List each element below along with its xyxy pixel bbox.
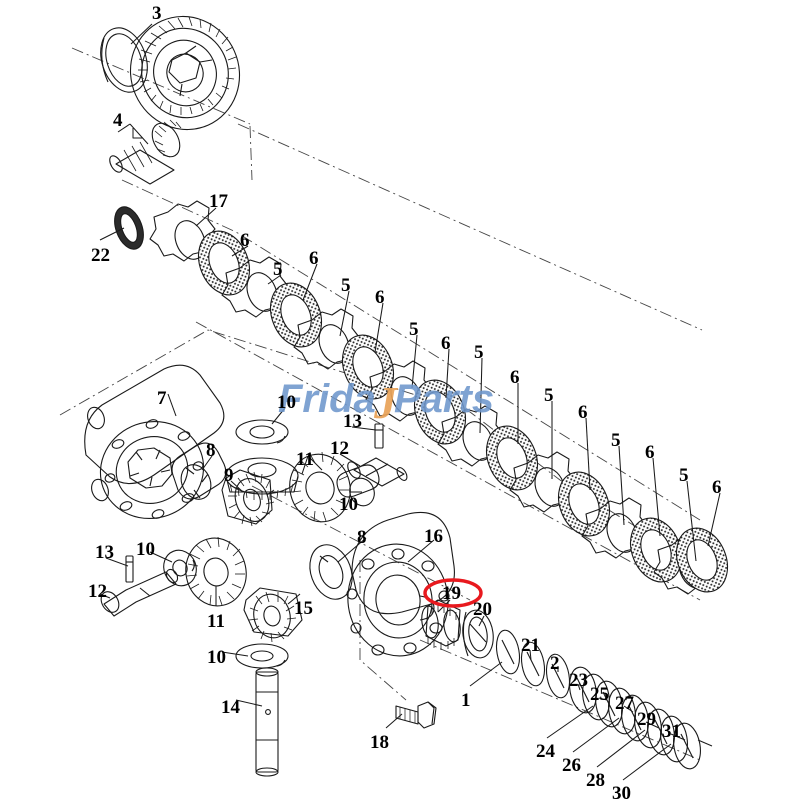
callout-5[interactable]: 5 bbox=[679, 465, 689, 486]
callout-6[interactable]: 6 bbox=[441, 333, 451, 354]
callout-6[interactable]: 6 bbox=[645, 442, 655, 463]
callout-6[interactable]: 6 bbox=[510, 367, 520, 388]
part-22-seal-ring bbox=[114, 206, 144, 250]
part-3-shim-ring bbox=[100, 27, 148, 93]
part-6-friction-disc bbox=[413, 379, 467, 445]
part-10-thrust-washer-b bbox=[336, 464, 380, 507]
callout-21[interactable]: 21 bbox=[521, 635, 540, 656]
callout-22[interactable]: 22 bbox=[91, 245, 110, 266]
callout-2[interactable]: 2 bbox=[550, 653, 560, 674]
callout-14[interactable]: 14 bbox=[221, 697, 240, 718]
part-15-side-gear-hub bbox=[243, 587, 303, 643]
callout-6[interactable]: 6 bbox=[712, 477, 722, 498]
part-4-drive-pinion bbox=[109, 119, 182, 185]
part-14-cross-pin-shaft bbox=[255, 667, 279, 777]
callout-5[interactable]: 5 bbox=[273, 259, 283, 280]
clutch-pack-left bbox=[149, 200, 432, 422]
part-16-differential-cover bbox=[346, 511, 455, 657]
callout-5[interactable]: 5 bbox=[611, 430, 621, 451]
callout-18[interactable]: 18 bbox=[370, 732, 389, 753]
part-6-friction-disc bbox=[629, 517, 683, 583]
callout-23[interactable]: 23 bbox=[569, 670, 588, 691]
callout-5[interactable]: 5 bbox=[474, 342, 484, 363]
callout-12[interactable]: 12 bbox=[330, 438, 349, 459]
part-6-friction-disc bbox=[485, 425, 539, 491]
part-20-bearing-cup bbox=[462, 609, 494, 659]
callout-17[interactable]: 17 bbox=[209, 191, 228, 212]
callout-6[interactable]: 6 bbox=[578, 402, 588, 423]
callout-20[interactable]: 20 bbox=[473, 599, 492, 620]
callout-19-highlighted[interactable]: 19 bbox=[442, 583, 461, 604]
callout-9[interactable]: 9 bbox=[224, 465, 234, 486]
part-28-belleville-washer bbox=[634, 701, 662, 749]
callout-5[interactable]: 5 bbox=[544, 385, 554, 406]
part-6-friction-disc bbox=[341, 334, 395, 400]
callout-29[interactable]: 29 bbox=[637, 709, 656, 730]
callout-11[interactable]: 11 bbox=[296, 449, 314, 470]
callout-6[interactable]: 6 bbox=[375, 287, 385, 308]
callout-31[interactable]: 31 bbox=[662, 721, 681, 742]
callout-25[interactable]: 25 bbox=[590, 684, 609, 705]
part-ring-gear bbox=[129, 15, 241, 131]
callout-5[interactable]: 5 bbox=[409, 319, 419, 340]
part-11-pinion-gear-bottom bbox=[185, 536, 247, 607]
part-11-pinion-gear-right bbox=[289, 451, 351, 523]
part-8-thrust-washer-right bbox=[309, 544, 353, 600]
part-9-side-gear bbox=[221, 469, 275, 527]
callout-28[interactable]: 28 bbox=[586, 770, 605, 791]
callout-26[interactable]: 26 bbox=[562, 755, 581, 776]
part-7-differential-case bbox=[84, 364, 225, 520]
callout-10[interactable]: 10 bbox=[339, 494, 358, 515]
part-6-friction-disc bbox=[557, 471, 611, 537]
part-10-thrust-washer-c bbox=[163, 549, 197, 587]
part-2-shim bbox=[545, 653, 571, 699]
part-21-shim bbox=[520, 641, 546, 687]
belleville-washer-stack bbox=[569, 666, 713, 770]
callout-1[interactable]: 1 bbox=[461, 690, 471, 711]
callout-4[interactable]: 4 bbox=[113, 110, 123, 131]
clutch-pack-right bbox=[413, 379, 729, 595]
callout-6[interactable]: 6 bbox=[240, 230, 250, 251]
highlight-ellipse-19 bbox=[423, 578, 483, 608]
callout-3[interactable]: 3 bbox=[152, 3, 162, 24]
part-1-shim bbox=[495, 629, 521, 675]
callout-7[interactable]: 7 bbox=[157, 388, 167, 409]
callout-8[interactable]: 8 bbox=[357, 527, 367, 548]
part-6-friction-disc bbox=[197, 230, 251, 296]
callout-11[interactable]: 11 bbox=[207, 611, 225, 632]
part-8-thrust-washer bbox=[171, 442, 227, 500]
callout-8[interactable]: 8 bbox=[206, 440, 216, 461]
part-31-belleville-washer bbox=[673, 722, 701, 770]
part-10-thrust-washer-d bbox=[235, 643, 289, 669]
part-11-pinion-gear bbox=[225, 457, 299, 500]
part-10-thrust-washer bbox=[235, 419, 289, 445]
part-24-belleville-washer bbox=[582, 673, 610, 721]
callout-30[interactable]: 30 bbox=[612, 783, 631, 804]
callout-16[interactable]: 16 bbox=[424, 526, 443, 547]
callout-13[interactable]: 13 bbox=[95, 542, 114, 563]
callout-15[interactable]: 15 bbox=[294, 598, 313, 619]
callout-10[interactable]: 10 bbox=[207, 647, 226, 668]
part-30-belleville-washer bbox=[660, 715, 688, 763]
callout-6[interactable]: 6 bbox=[309, 248, 319, 269]
callout-27[interactable]: 27 bbox=[615, 693, 634, 714]
part-13-roll-pin-lower bbox=[125, 555, 134, 583]
part-6-friction-disc bbox=[269, 282, 323, 348]
callout-10[interactable]: 10 bbox=[277, 392, 296, 413]
part-12-cross-shaft-lower bbox=[100, 568, 179, 617]
part-18-bolt bbox=[395, 701, 437, 729]
callout-5[interactable]: 5 bbox=[341, 275, 351, 296]
callout-12[interactable]: 12 bbox=[88, 581, 107, 602]
callout-13[interactable]: 13 bbox=[343, 411, 362, 432]
part-13-roll-pin-upper bbox=[374, 423, 384, 449]
part-26-belleville-washer bbox=[608, 687, 636, 735]
callout-24[interactable]: 24 bbox=[536, 741, 555, 762]
callout-10[interactable]: 10 bbox=[136, 539, 155, 560]
